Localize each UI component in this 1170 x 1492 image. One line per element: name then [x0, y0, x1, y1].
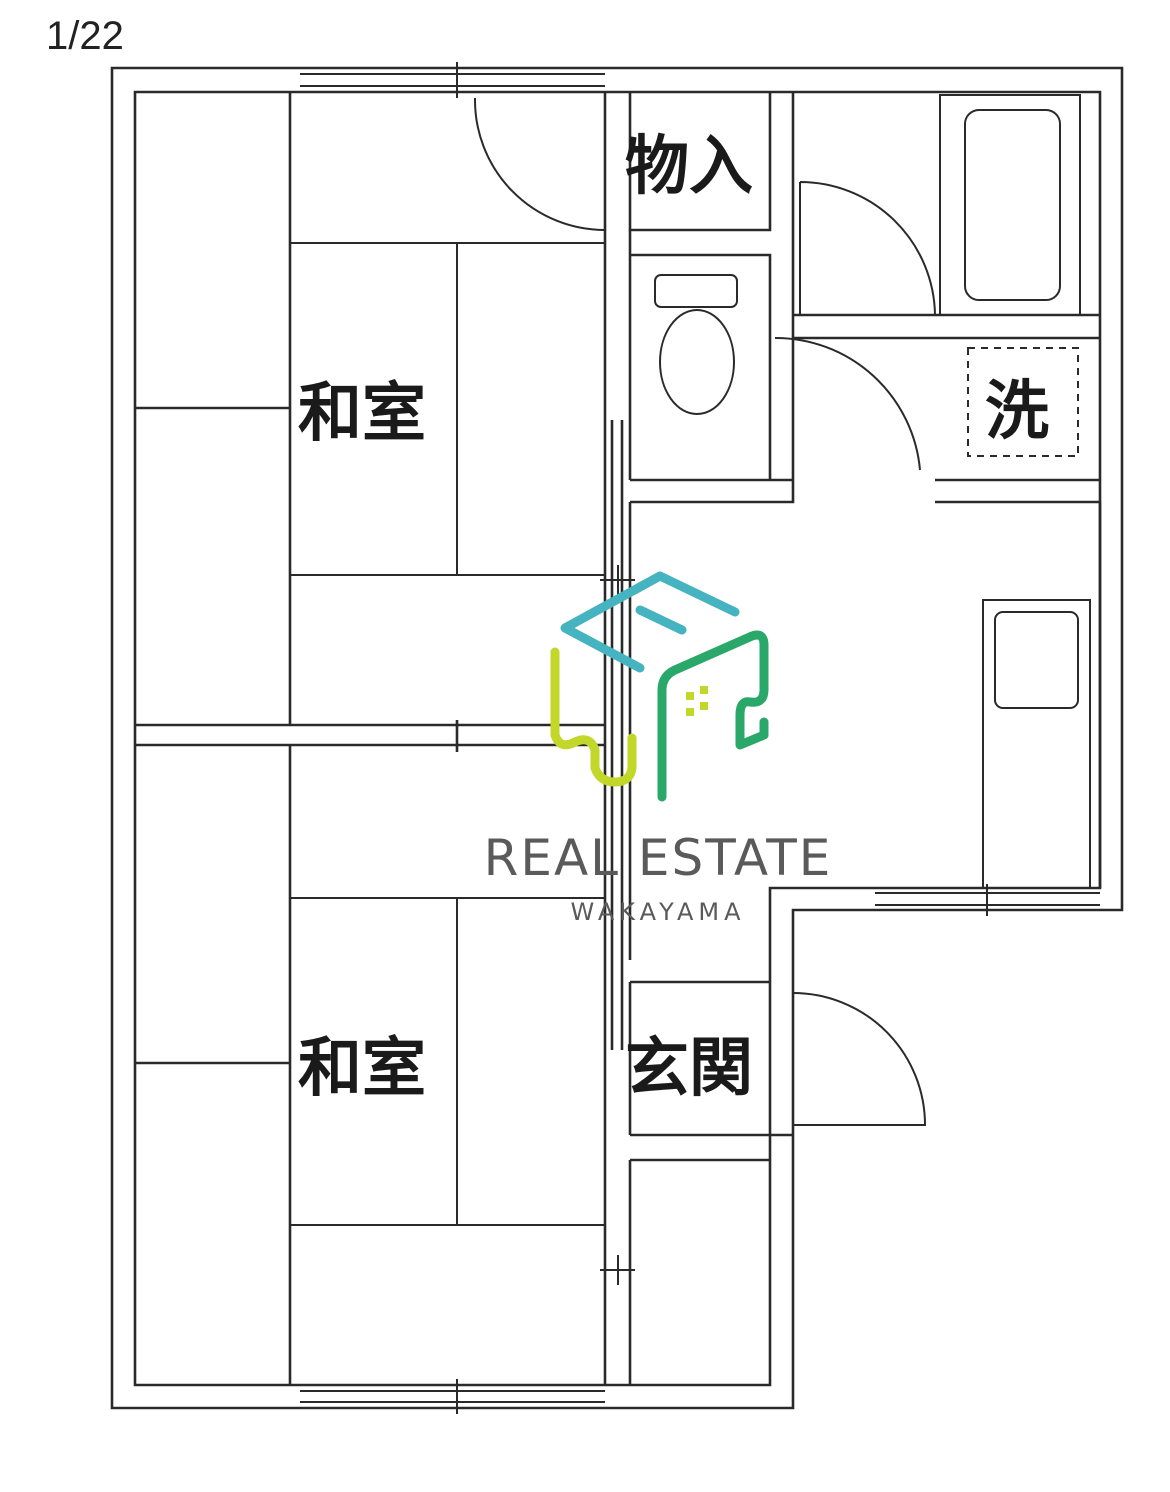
watermark-line2: WAKAYAMA	[570, 898, 745, 926]
storage-closet	[628, 92, 772, 232]
wash-door-arc	[774, 336, 921, 471]
washer-space	[967, 347, 1079, 457]
page-counter: 1/22	[46, 14, 124, 58]
tatami-lower	[290, 897, 605, 1226]
windows	[300, 62, 1100, 1414]
inner-wall	[133, 90, 1102, 1387]
watermark-line1: REAL ESTATE	[484, 829, 833, 887]
kitchen-counter	[982, 599, 1091, 889]
bath-door-arc	[799, 181, 936, 316]
label-storage: 物入	[625, 130, 753, 204]
middle-wall	[603, 92, 632, 1385]
bathroom-wall	[791, 92, 1102, 888]
entrance-door-arc	[792, 992, 927, 1126]
label-japanese-room-lower: 和室	[298, 1032, 426, 1106]
bathtub	[939, 94, 1081, 316]
bathtub-inner	[964, 109, 1061, 301]
label-washroom: 洗	[985, 375, 1049, 449]
toilet-tank	[654, 274, 738, 308]
outer-wall	[110, 66, 1124, 1410]
closet-lines	[135, 92, 292, 1385]
room-divider	[135, 720, 605, 752]
sliding-door-mark	[600, 565, 635, 1285]
kitchen-sink	[994, 611, 1079, 709]
door-arc	[473, 97, 606, 231]
watermark-logo	[550, 571, 769, 802]
tatami-upper	[290, 242, 605, 576]
toilet-bowl	[659, 309, 735, 415]
entrance-wall	[630, 980, 793, 1162]
label-entrance: 玄関	[625, 1032, 753, 1106]
label-japanese-room-upper: 和室	[298, 377, 426, 451]
toilet-room	[630, 253, 795, 504]
